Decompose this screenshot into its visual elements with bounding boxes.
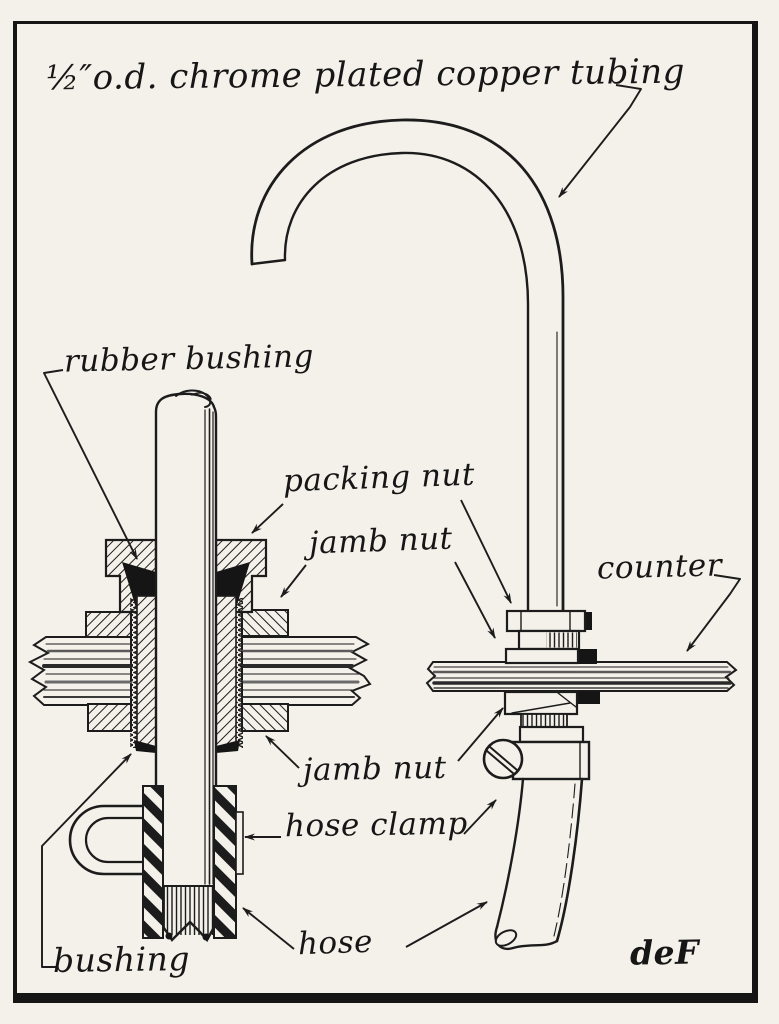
hose-clamp-faucet	[482, 738, 591, 781]
jamb-nut-upper-right-section	[241, 609, 289, 637]
leader-packing-nut-right	[460, 499, 512, 604]
label-copper-tubing: ½″o.d. chrome plated copper tubing	[45, 51, 686, 99]
label-rubber-bushing: rubber bushing	[63, 338, 315, 380]
leader-counter	[686, 574, 741, 652]
leader-jamb-nut-lower-right	[457, 707, 504, 762]
threaded-shank	[130, 595, 243, 753]
counter-cross-section-right	[240, 636, 372, 706]
hose-section	[162, 886, 215, 943]
artist-signature: deF	[629, 932, 700, 973]
collar	[518, 725, 585, 744]
hose-faucet	[494, 777, 584, 951]
leader-hose-left	[242, 907, 295, 950]
leader-bushing	[41, 753, 132, 968]
leader-hose-right	[405, 901, 488, 948]
counter-cross-section-left	[27, 636, 133, 706]
hose-clamp-section	[142, 785, 244, 939]
jamb-nut-upper-faucet	[504, 647, 580, 665]
label-packing-nut: packing nut	[282, 456, 476, 500]
leader-jamb-nut-upper-left	[280, 564, 307, 598]
counter-plank	[425, 661, 738, 692]
label-counter: counter	[596, 547, 723, 587]
hose-clamp-bail-loop	[68, 804, 152, 876]
label-hose-clamp: hose clamp	[284, 805, 468, 845]
diagram-border	[13, 21, 758, 1003]
leader-jamb-nut-upper-right	[454, 561, 496, 639]
leader-hose-clamp-right	[463, 799, 497, 835]
packing-nut-cap	[505, 609, 587, 633]
thread-ring	[520, 713, 568, 728]
label-jamb-nut-upper: jamb nut	[308, 520, 454, 562]
copper-tube-section	[154, 389, 218, 888]
label-jamb-nut-lower: jamb nut	[302, 749, 447, 789]
gooseneck-spout	[250, 118, 565, 613]
leader-rubber-bushing	[43, 369, 138, 560]
leader-lines	[41, 84, 741, 968]
jamb-nut-lower-right-section	[241, 703, 289, 732]
leader-packing-nut-left	[251, 503, 284, 534]
faucet-mounting-hardware	[503, 609, 600, 744]
label-bushing: bushing	[52, 939, 191, 980]
cross-section-view	[27, 389, 372, 943]
jamb-nut-lower-left-section	[87, 703, 132, 732]
label-hose: hose	[297, 923, 374, 963]
leader-tubing	[558, 84, 642, 198]
leader-jamb-nut-lower-left	[265, 735, 300, 769]
jamb-nut-upper-left-section	[85, 611, 132, 638]
faucet-view	[250, 118, 738, 951]
